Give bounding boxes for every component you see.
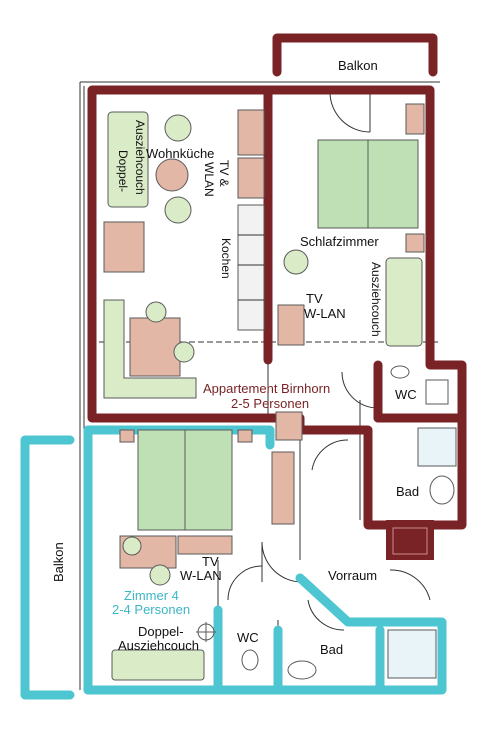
wc-label-2: WC: [237, 630, 259, 645]
vorraum-label: Vorraum: [328, 568, 377, 583]
couch2-label-line1: Doppel-: [138, 624, 184, 639]
wohnkueche-furniture: [103, 109, 265, 399]
labels: Balkon Balkon Wohnküche Doppel- Ausziehc…: [51, 58, 419, 657]
wlan-label-2: W-LAN: [180, 568, 222, 583]
room4-outline: [20, 425, 447, 700]
schlafzimmer-furniture: [275, 103, 425, 441]
balkon-left-label: Balkon: [51, 542, 66, 582]
couch2-label-line2: Ausziehcouch: [118, 638, 199, 653]
tv-wlan-label-1: TV &: [217, 160, 231, 187]
apartment-capacity: 2-5 Personen: [231, 396, 309, 411]
bad-label-1: Bad: [396, 484, 419, 499]
apartment-bath-fixtures: [390, 365, 457, 505]
tv-label-1: TV: [306, 291, 323, 306]
balkon-top-label: Balkon: [338, 58, 378, 73]
wlan-label-1: W-LAN: [304, 306, 346, 321]
auszieh-label: Ausziehcouch: [369, 262, 383, 337]
wc-label-1: WC: [395, 387, 417, 402]
bad-label-2: Bad: [320, 642, 343, 657]
couch1-label-line2: Ausziehcouch: [133, 120, 147, 195]
wohnkueche-label: Wohnküche: [146, 146, 214, 161]
room4-furniture: [111, 429, 437, 681]
shaft: [386, 520, 434, 560]
couch1-label-line1: Doppel-: [116, 150, 130, 192]
kochen-label: Kochen: [219, 238, 233, 279]
tv-label-2: TV: [202, 554, 219, 569]
apartment-outline: [87, 33, 467, 530]
zimmer-capacity: 2-4 Personen: [112, 602, 190, 617]
apartment-name: Appartement Birnhorn: [203, 381, 330, 396]
zimmer-name: Zimmer 4: [124, 588, 179, 603]
door-swings: [227, 91, 431, 631]
schlafzimmer-label: Schlafzimmer: [300, 234, 379, 249]
tv-wlan-label-2: WLAN: [202, 162, 216, 197]
